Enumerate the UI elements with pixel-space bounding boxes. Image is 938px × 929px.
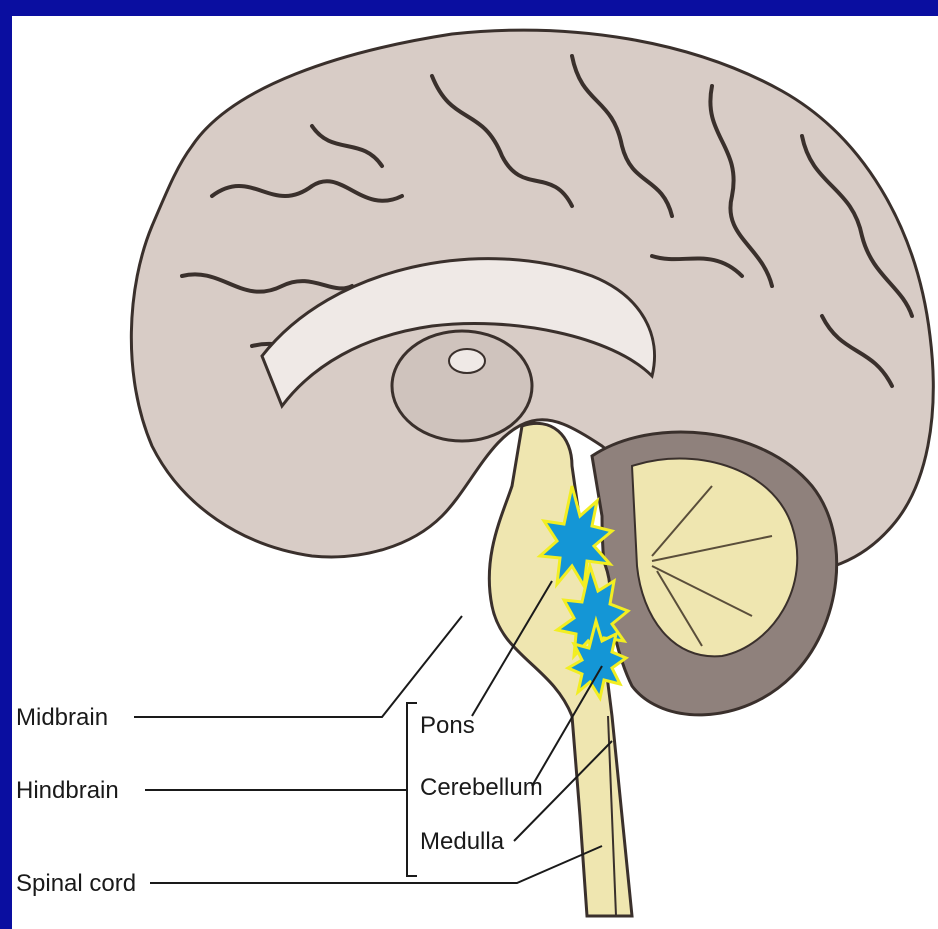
- label-spinal-cord: Spinal cord: [16, 870, 136, 897]
- cerebellum-shape: [592, 432, 837, 715]
- figure-panel: Midbrain Hindbrain Spinal cord Pons Cere…: [12, 16, 938, 929]
- label-pons: Pons: [420, 712, 475, 739]
- hindbrain-bracket: [407, 703, 417, 876]
- labels: Midbrain Hindbrain Spinal cord Pons Cere…: [16, 704, 543, 897]
- spinal-cord-leader: [150, 846, 602, 883]
- brain-sagittal-diagram: Midbrain Hindbrain Spinal cord Pons Cere…: [12, 16, 938, 929]
- midbrain-leader: [134, 616, 462, 717]
- label-cerebellum: Cerebellum: [420, 774, 543, 801]
- label-hindbrain: Hindbrain: [16, 777, 119, 804]
- label-midbrain: Midbrain: [16, 704, 108, 731]
- label-medulla: Medulla: [420, 828, 505, 855]
